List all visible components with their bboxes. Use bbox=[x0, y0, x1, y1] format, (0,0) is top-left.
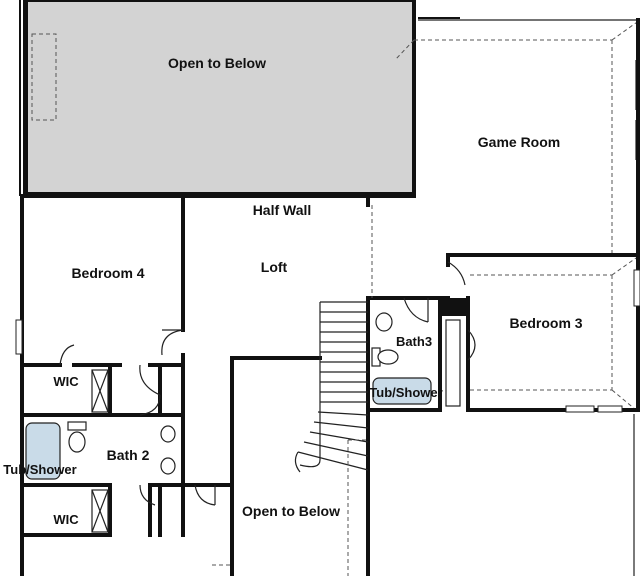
bath-fixtures bbox=[25, 312, 432, 480]
toilet-tank-left bbox=[67, 421, 87, 431]
sink-3 bbox=[375, 312, 393, 332]
wic-shelving bbox=[91, 319, 461, 533]
sink-2a bbox=[160, 425, 176, 443]
column-block bbox=[440, 298, 468, 316]
label-half-wall: Half Wall bbox=[253, 202, 312, 218]
windows bbox=[15, 269, 640, 413]
tub-right bbox=[372, 377, 432, 405]
open-to-below-top bbox=[24, 0, 416, 196]
left-window-strip bbox=[19, 0, 25, 196]
doors bbox=[59, 261, 476, 506]
label-open-to-below-bottom: Open to Below bbox=[242, 503, 340, 519]
dashed-lines bbox=[212, 205, 373, 576]
label-wic-top: WIC bbox=[53, 374, 79, 389]
label-tub-shower-right: Tub/Shower bbox=[369, 385, 442, 400]
label-bath-2: Bath 2 bbox=[107, 447, 150, 463]
staircase bbox=[294, 301, 369, 473]
label-bedroom-3: Bedroom 3 bbox=[509, 315, 582, 331]
label-game-room: Game Room bbox=[478, 134, 560, 150]
label-bath-3: Bath3 bbox=[396, 334, 432, 349]
label-bedroom-4: Bedroom 4 bbox=[71, 265, 144, 281]
toilet-left bbox=[68, 431, 86, 453]
tub-left bbox=[25, 422, 61, 480]
label-wic-bottom: WIC bbox=[53, 512, 79, 527]
label-loft: Loft bbox=[261, 259, 288, 275]
game-room-tray bbox=[394, 17, 640, 255]
toilet-3 bbox=[377, 349, 399, 365]
sink-2b bbox=[160, 457, 176, 475]
label-tub-shower-left: Tub/Shower bbox=[3, 462, 76, 477]
label-open-to-below-top: Open to Below bbox=[168, 55, 266, 71]
bedroom3-tray bbox=[470, 257, 637, 411]
walls bbox=[20, 18, 640, 576]
